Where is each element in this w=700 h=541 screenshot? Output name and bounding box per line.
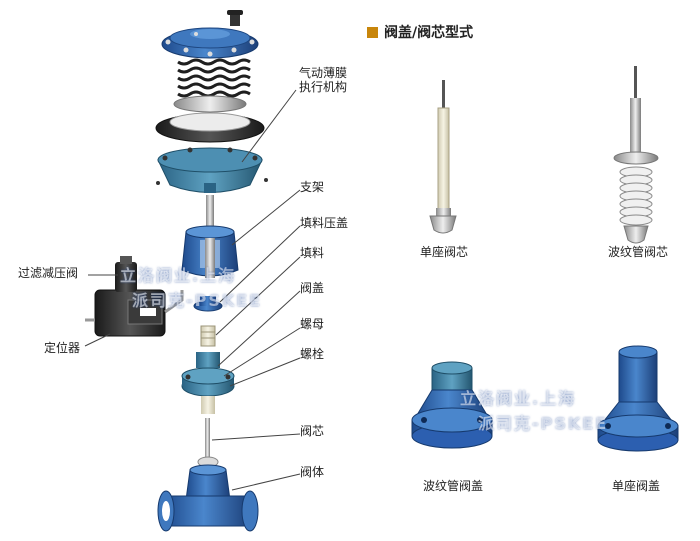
label-actuator-line2: 执行机构	[299, 80, 348, 94]
bracket-yoke	[181, 225, 239, 278]
label-actuator-line1: 气动薄膜	[299, 66, 348, 80]
label-filter-regulator: 过滤减压阀	[18, 266, 79, 280]
actuator-springs	[177, 58, 251, 98]
label-bracket: 支架	[300, 180, 325, 194]
caption-bellows-bonnet: 波纹管阀盖	[423, 479, 484, 493]
leader-lines	[84, 89, 301, 491]
header-square-icon	[367, 26, 378, 38]
section-header: 阀盖/阀芯型式	[367, 22, 473, 42]
label-plug: 阀芯	[300, 424, 325, 438]
caption-bellows-plug: 波纹管阀芯	[608, 245, 669, 259]
bonnet-part	[181, 352, 235, 414]
diaphragm-assembly	[155, 95, 265, 143]
actuator-stem	[206, 195, 214, 230]
lower-diaphragm-casing	[156, 147, 268, 193]
bellows-bonnet-illustration	[411, 361, 493, 449]
label-bonnet: 阀盖	[300, 281, 325, 295]
label-bolt: 螺栓	[300, 347, 325, 361]
valve-body-part	[157, 464, 259, 532]
single-seat-bonnet-illustration	[597, 345, 679, 452]
bellows-plug-illustration	[613, 66, 659, 244]
label-packing: 填料	[300, 246, 325, 260]
actuator-top-cover	[161, 10, 259, 59]
caption-single-seat-bonnet: 单座阀盖	[612, 479, 661, 493]
valve-plug-part	[197, 418, 219, 468]
label-nut: 螺母	[300, 317, 325, 331]
packing-gland	[193, 296, 223, 312]
label-body: 阀体	[300, 465, 325, 479]
section-title: 阀盖/阀芯型式	[384, 25, 474, 41]
label-packing-gland: 填料压盖	[300, 216, 349, 230]
label-positioner: 定位器	[44, 341, 81, 355]
single-seat-plug-illustration	[429, 80, 457, 234]
packing-rings	[200, 325, 216, 347]
caption-single-seat-plug: 单座阀芯	[420, 245, 469, 259]
positioner-assembly	[85, 256, 184, 337]
